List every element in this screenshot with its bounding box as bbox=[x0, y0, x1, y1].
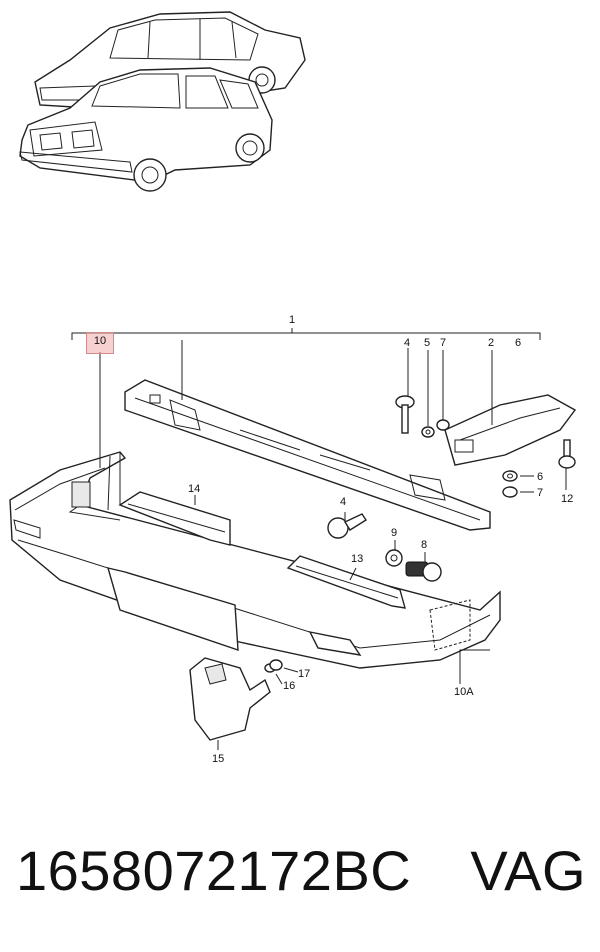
brand-label: VAG bbox=[470, 838, 586, 902]
callout-10: 10 bbox=[93, 335, 107, 347]
callout-12: 12 bbox=[561, 493, 573, 505]
callout-10A: 10A bbox=[454, 686, 474, 698]
callout-4-top: 4 bbox=[404, 337, 410, 349]
trim-strip-13 bbox=[286, 555, 406, 609]
callout-9: 9 bbox=[391, 527, 397, 539]
callout-5: 5 bbox=[424, 337, 430, 349]
callout-14: 14 bbox=[188, 483, 200, 495]
nut-7-top bbox=[436, 419, 450, 431]
callout-15: 15 bbox=[212, 753, 224, 765]
nut-7-side bbox=[502, 486, 518, 498]
group-bracket bbox=[71, 328, 541, 340]
mount-15 bbox=[189, 657, 271, 741]
bumper-carrier bbox=[124, 379, 491, 531]
footer: 1658072172BC VAG bbox=[16, 830, 586, 910]
part-number: 1658072172BC bbox=[16, 838, 412, 902]
clip-4-lower bbox=[327, 513, 367, 539]
callout-2: 2 bbox=[488, 337, 494, 349]
callout-7-side: 7 bbox=[537, 487, 543, 499]
callout-1: 1 bbox=[289, 314, 295, 326]
washer-6 bbox=[502, 470, 518, 482]
bumper-cover bbox=[9, 451, 501, 669]
callout-6-side: 6 bbox=[537, 471, 543, 483]
callout-7-top: 7 bbox=[440, 337, 446, 349]
callout-13: 13 bbox=[351, 553, 363, 565]
nut-17 bbox=[269, 659, 283, 671]
trim-strip-14 bbox=[118, 491, 231, 546]
callout-labels: 1 4 5 7 2 6 6 7 12 14 4 9 8 13 17 16 10A… bbox=[188, 314, 573, 765]
callout-8: 8 bbox=[421, 539, 427, 551]
highlighted-callout-box bbox=[86, 332, 114, 354]
grommet-9 bbox=[385, 549, 403, 567]
bolt-4-top bbox=[395, 395, 415, 434]
leader-lines bbox=[99, 340, 567, 750]
washer-5 bbox=[421, 426, 435, 438]
callout-17: 17 bbox=[298, 668, 310, 680]
plug-8 bbox=[405, 561, 442, 582]
callout-6-top: 6 bbox=[515, 337, 521, 349]
callout-16: 16 bbox=[283, 680, 295, 692]
side-bracket bbox=[444, 394, 577, 466]
bolt-12 bbox=[558, 439, 576, 469]
car-illustration-hatchback bbox=[19, 67, 273, 192]
callout-4-lower: 4 bbox=[340, 496, 346, 508]
